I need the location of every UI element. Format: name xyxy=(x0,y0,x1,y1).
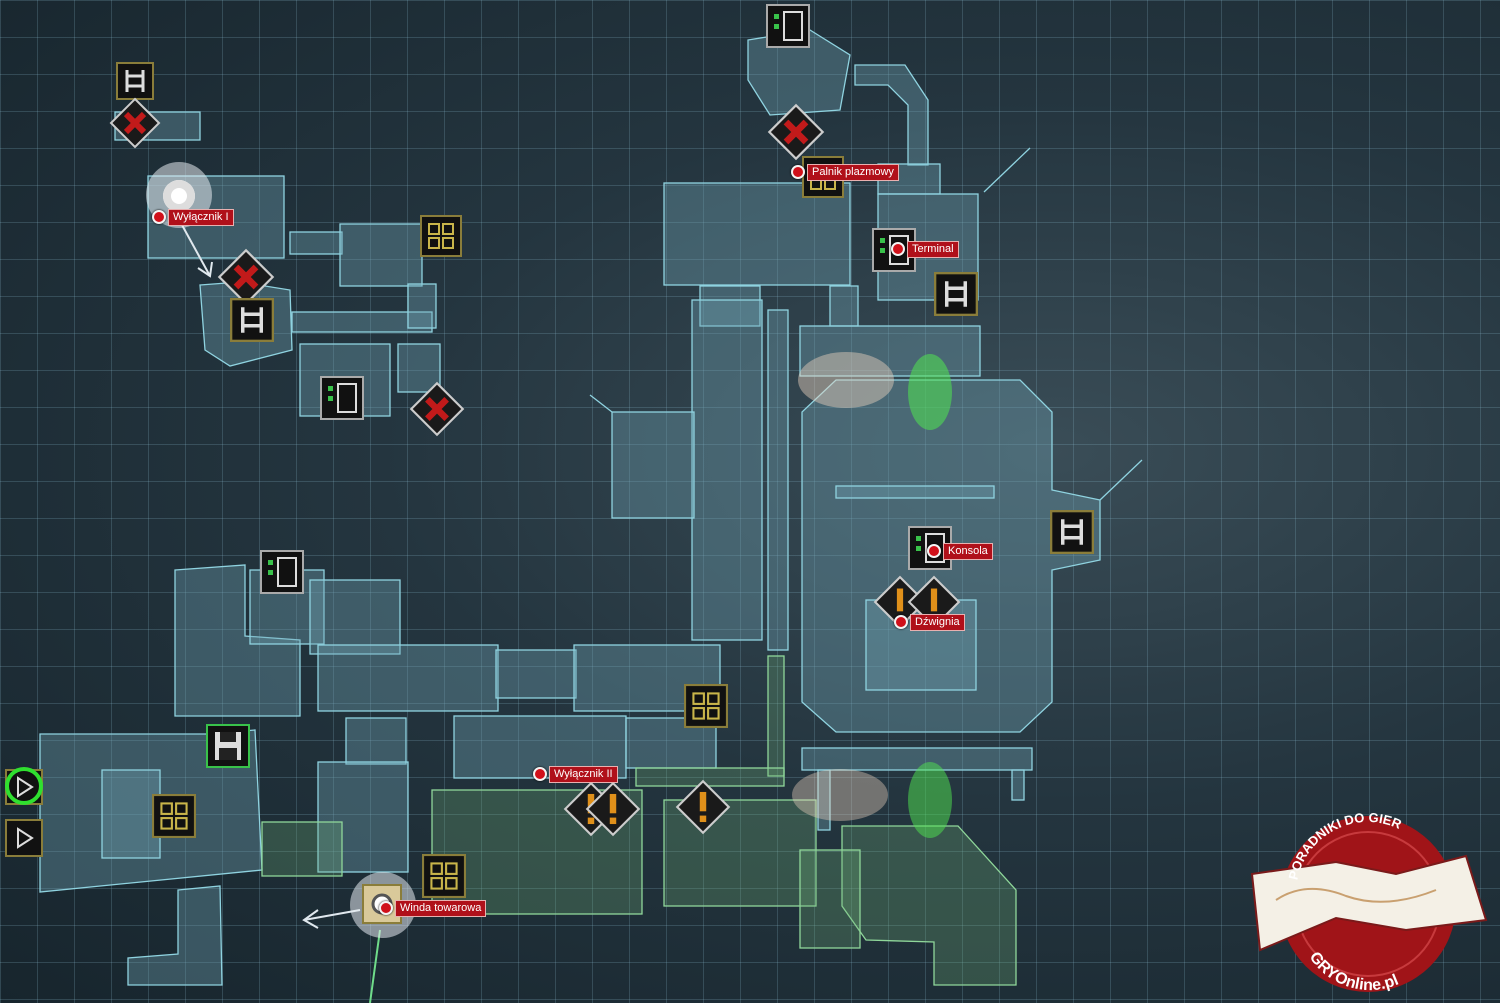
room xyxy=(801,747,1033,771)
corridor-line xyxy=(1099,459,1143,501)
target-ring xyxy=(163,180,195,212)
blocked-door-icon[interactable] xyxy=(408,380,466,438)
alert-icon[interactable] xyxy=(584,780,642,838)
room xyxy=(829,285,859,327)
exit-arrow-icon[interactable] xyxy=(4,818,44,858)
highlighted-room xyxy=(663,799,817,907)
green-light xyxy=(908,354,952,430)
room xyxy=(39,729,263,893)
room xyxy=(309,579,401,655)
crate-icon[interactable] xyxy=(152,794,196,838)
highlighted-room xyxy=(841,825,1017,986)
room xyxy=(663,182,851,286)
room xyxy=(699,285,761,327)
room xyxy=(101,769,161,859)
marker-label: Palnik plazmowy xyxy=(807,164,899,181)
room xyxy=(817,769,831,831)
marker-label: Terminal xyxy=(907,241,959,258)
marker-dot-icon xyxy=(152,210,166,224)
room xyxy=(317,761,409,873)
crate-icon[interactable] xyxy=(420,215,462,257)
room xyxy=(407,283,437,329)
room xyxy=(1011,769,1025,801)
room xyxy=(495,649,577,699)
highlighted-room xyxy=(635,767,785,787)
room xyxy=(289,231,343,255)
route-arrow xyxy=(302,909,319,929)
locker-icon[interactable] xyxy=(260,550,304,594)
room xyxy=(691,299,763,641)
marker-dot-icon xyxy=(533,767,547,781)
marker-dot-icon xyxy=(927,544,941,558)
alert-icon[interactable] xyxy=(674,778,732,836)
green-light xyxy=(908,762,952,838)
locker-icon[interactable] xyxy=(320,376,364,420)
ladder-icon[interactable] xyxy=(934,272,978,316)
room xyxy=(835,485,995,499)
marker-dot-icon xyxy=(791,165,805,179)
doorway-light xyxy=(798,352,894,408)
room xyxy=(767,309,789,651)
corridor-line xyxy=(983,147,1031,193)
locker-icon[interactable] xyxy=(766,4,810,48)
room xyxy=(317,644,499,712)
route-line xyxy=(369,929,381,1003)
crate-icon[interactable] xyxy=(684,684,728,728)
gryonline-logo: PORADNIKI DO GIER GRYOnline.pl xyxy=(1250,810,1488,994)
marker-label: Wyłącznik I xyxy=(168,209,234,226)
room xyxy=(345,717,407,765)
route-arrow xyxy=(181,224,211,277)
room xyxy=(747,29,851,116)
room xyxy=(291,311,433,333)
blocked-door-icon[interactable] xyxy=(766,102,826,162)
blocked-door-icon[interactable] xyxy=(216,247,276,307)
marker-label: Wyłącznik II xyxy=(549,766,618,783)
ladder-icon[interactable] xyxy=(1050,510,1094,554)
room xyxy=(799,325,981,377)
room xyxy=(174,564,301,717)
ladder-icon[interactable] xyxy=(116,62,154,100)
marker-dot-icon xyxy=(891,242,905,256)
doorway-light xyxy=(792,769,888,821)
marker-dot-icon xyxy=(894,615,908,629)
blocked-door-icon[interactable] xyxy=(108,96,162,150)
highlighted-room xyxy=(767,655,785,777)
route-arrow xyxy=(197,261,213,278)
room xyxy=(611,411,695,519)
room xyxy=(127,885,223,986)
room xyxy=(339,223,423,287)
corridor-line xyxy=(589,394,613,413)
marker-label: Dźwignia xyxy=(910,614,965,631)
marker-label: Winda towarowa xyxy=(395,900,487,917)
room xyxy=(397,343,441,393)
marker-dot-icon xyxy=(379,901,393,915)
room xyxy=(854,64,929,166)
marker-label: Konsola xyxy=(943,543,993,560)
exit-arrow-icon[interactable] xyxy=(4,766,44,806)
highlighted-room xyxy=(799,849,861,949)
crate-icon[interactable] xyxy=(422,854,466,898)
save-station-icon[interactable] xyxy=(206,724,250,768)
highlighted-room xyxy=(261,821,343,877)
ladder-icon[interactable] xyxy=(230,298,274,342)
